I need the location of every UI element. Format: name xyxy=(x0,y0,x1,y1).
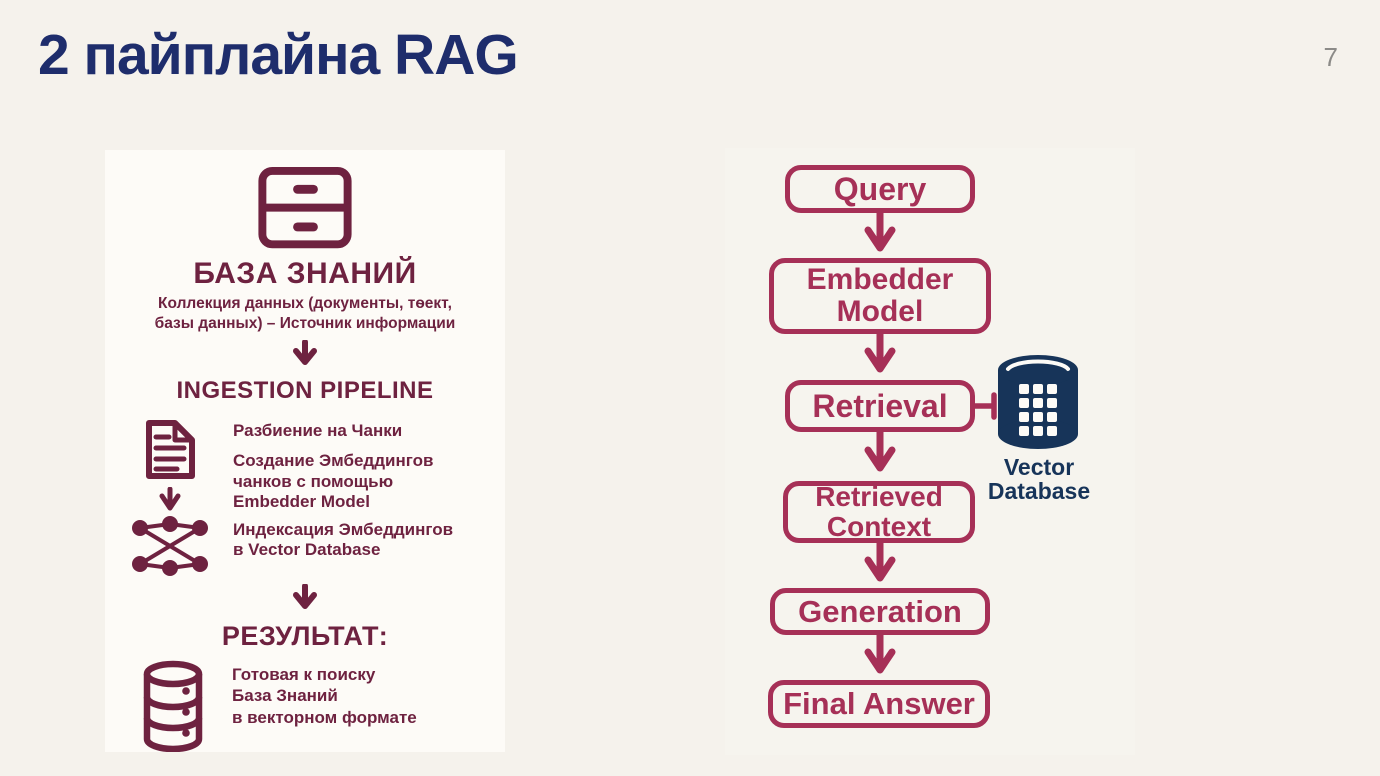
rag-flowchart-panel xyxy=(725,148,1135,755)
step-icon-column xyxy=(129,515,211,577)
down-arrow-icon xyxy=(291,583,319,617)
ingestion-pipeline-title: INGESTION PIPELINE xyxy=(176,377,434,404)
step-embedding-label: Создание Эмбеддингов чанков с помощью Em… xyxy=(233,451,434,512)
database-icon xyxy=(143,660,203,752)
step-indexing-label: Индексация Эмбеддингов в Vector Database xyxy=(233,520,454,560)
knowledge-base-desc-line2: базы данных) – Источник информации xyxy=(154,314,456,332)
flow-node-generation: Generation xyxy=(770,588,990,635)
vector-database-icon xyxy=(998,355,1078,449)
document-icon xyxy=(146,420,195,479)
retrieval-db-connector xyxy=(973,392,997,420)
knowledge-base-description: Коллекция данных (документы, тѳект, базы… xyxy=(155,294,456,333)
flow-node-final-answer: Final Answer xyxy=(768,680,990,728)
small-down-arrow-icon xyxy=(159,487,181,511)
step-icon-column xyxy=(129,415,211,513)
result-description: Готовая к поиску База Знаний в векторном… xyxy=(232,665,417,727)
step-texts: Разбиение на Чанки Создание Эмбеддингов … xyxy=(233,415,481,513)
flow-node-embedder-model: Embedder Model xyxy=(769,258,991,334)
flow-down-arrow-icon xyxy=(864,542,896,582)
knowledge-base-title: БАЗА ЗНАНИЙ xyxy=(193,257,417,291)
knowledge-base-panel: БАЗА ЗНАНИЙ Коллекция данных (документы,… xyxy=(105,150,505,752)
ingestion-steps: Разбиение на Чанки Создание Эмбеддингов … xyxy=(129,415,481,577)
knowledge-base-desc-line1: Коллекция данных (документы, тѳект, xyxy=(158,295,452,313)
result-row: Готовая к поиску База Знаний в векторном… xyxy=(140,660,470,752)
step-chunking-label: Разбиение на Чанки xyxy=(233,421,403,440)
step-chunking-embedding: Разбиение на Чанки Создание Эмбеддингов … xyxy=(129,415,481,513)
flow-down-arrow-icon xyxy=(864,212,896,252)
flow-node-query: Query xyxy=(785,165,975,213)
down-arrow-icon xyxy=(291,339,319,373)
page-number: 7 xyxy=(1323,42,1338,72)
result-title: РЕЗУЛЬТАТ: xyxy=(221,621,389,651)
flow-node-retrieval: Retrieval xyxy=(785,380,975,432)
flow-node-retrieved-context: Retrieved Context xyxy=(783,481,975,543)
flow-down-arrow-icon xyxy=(864,333,896,373)
flow-down-arrow-icon xyxy=(864,634,896,674)
vector-database-label: Vector Database xyxy=(987,454,1091,505)
step-indexing: Индексация Эмбеддингов в Vector Database xyxy=(129,515,481,577)
drawer-icon xyxy=(258,166,352,249)
flow-down-arrow-icon xyxy=(864,432,896,472)
network-graph-icon xyxy=(132,516,208,576)
page-title: 2 пайплайна RAG xyxy=(38,23,519,87)
